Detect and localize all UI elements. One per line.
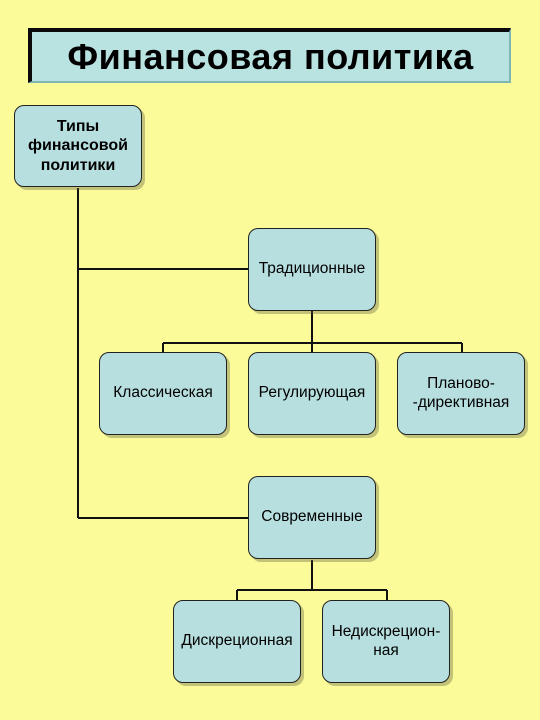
node-nondiscretionary-label: Недискрецион- ная (331, 622, 441, 659)
node-classical: Классическая (99, 352, 227, 435)
node-discretionary: Дискреционная (173, 600, 301, 683)
node-modern: Современные (248, 476, 376, 559)
node-traditional: Традиционные (248, 228, 376, 311)
node-planned: Планово- -директивная (397, 352, 525, 435)
node-discretionary-label: Дискреционная (181, 632, 293, 650)
node-regulating-label: Регулирующая (258, 384, 366, 402)
node-modern-label: Современные (261, 508, 363, 526)
node-root: Типы финансовой политики (14, 105, 142, 187)
title-text: Финансовая политика (67, 35, 474, 77)
node-regulating: Регулирующая (248, 352, 376, 435)
page-title: Финансовая политика (28, 28, 511, 83)
node-classical-label: Классическая (113, 384, 213, 402)
node-root-label: Типы финансовой политики (28, 118, 128, 174)
node-nondiscretionary: Недискрецион- ная (322, 600, 450, 683)
node-planned-label: Планово- -директивная (412, 374, 510, 411)
node-traditional-label: Традиционные (258, 260, 366, 278)
